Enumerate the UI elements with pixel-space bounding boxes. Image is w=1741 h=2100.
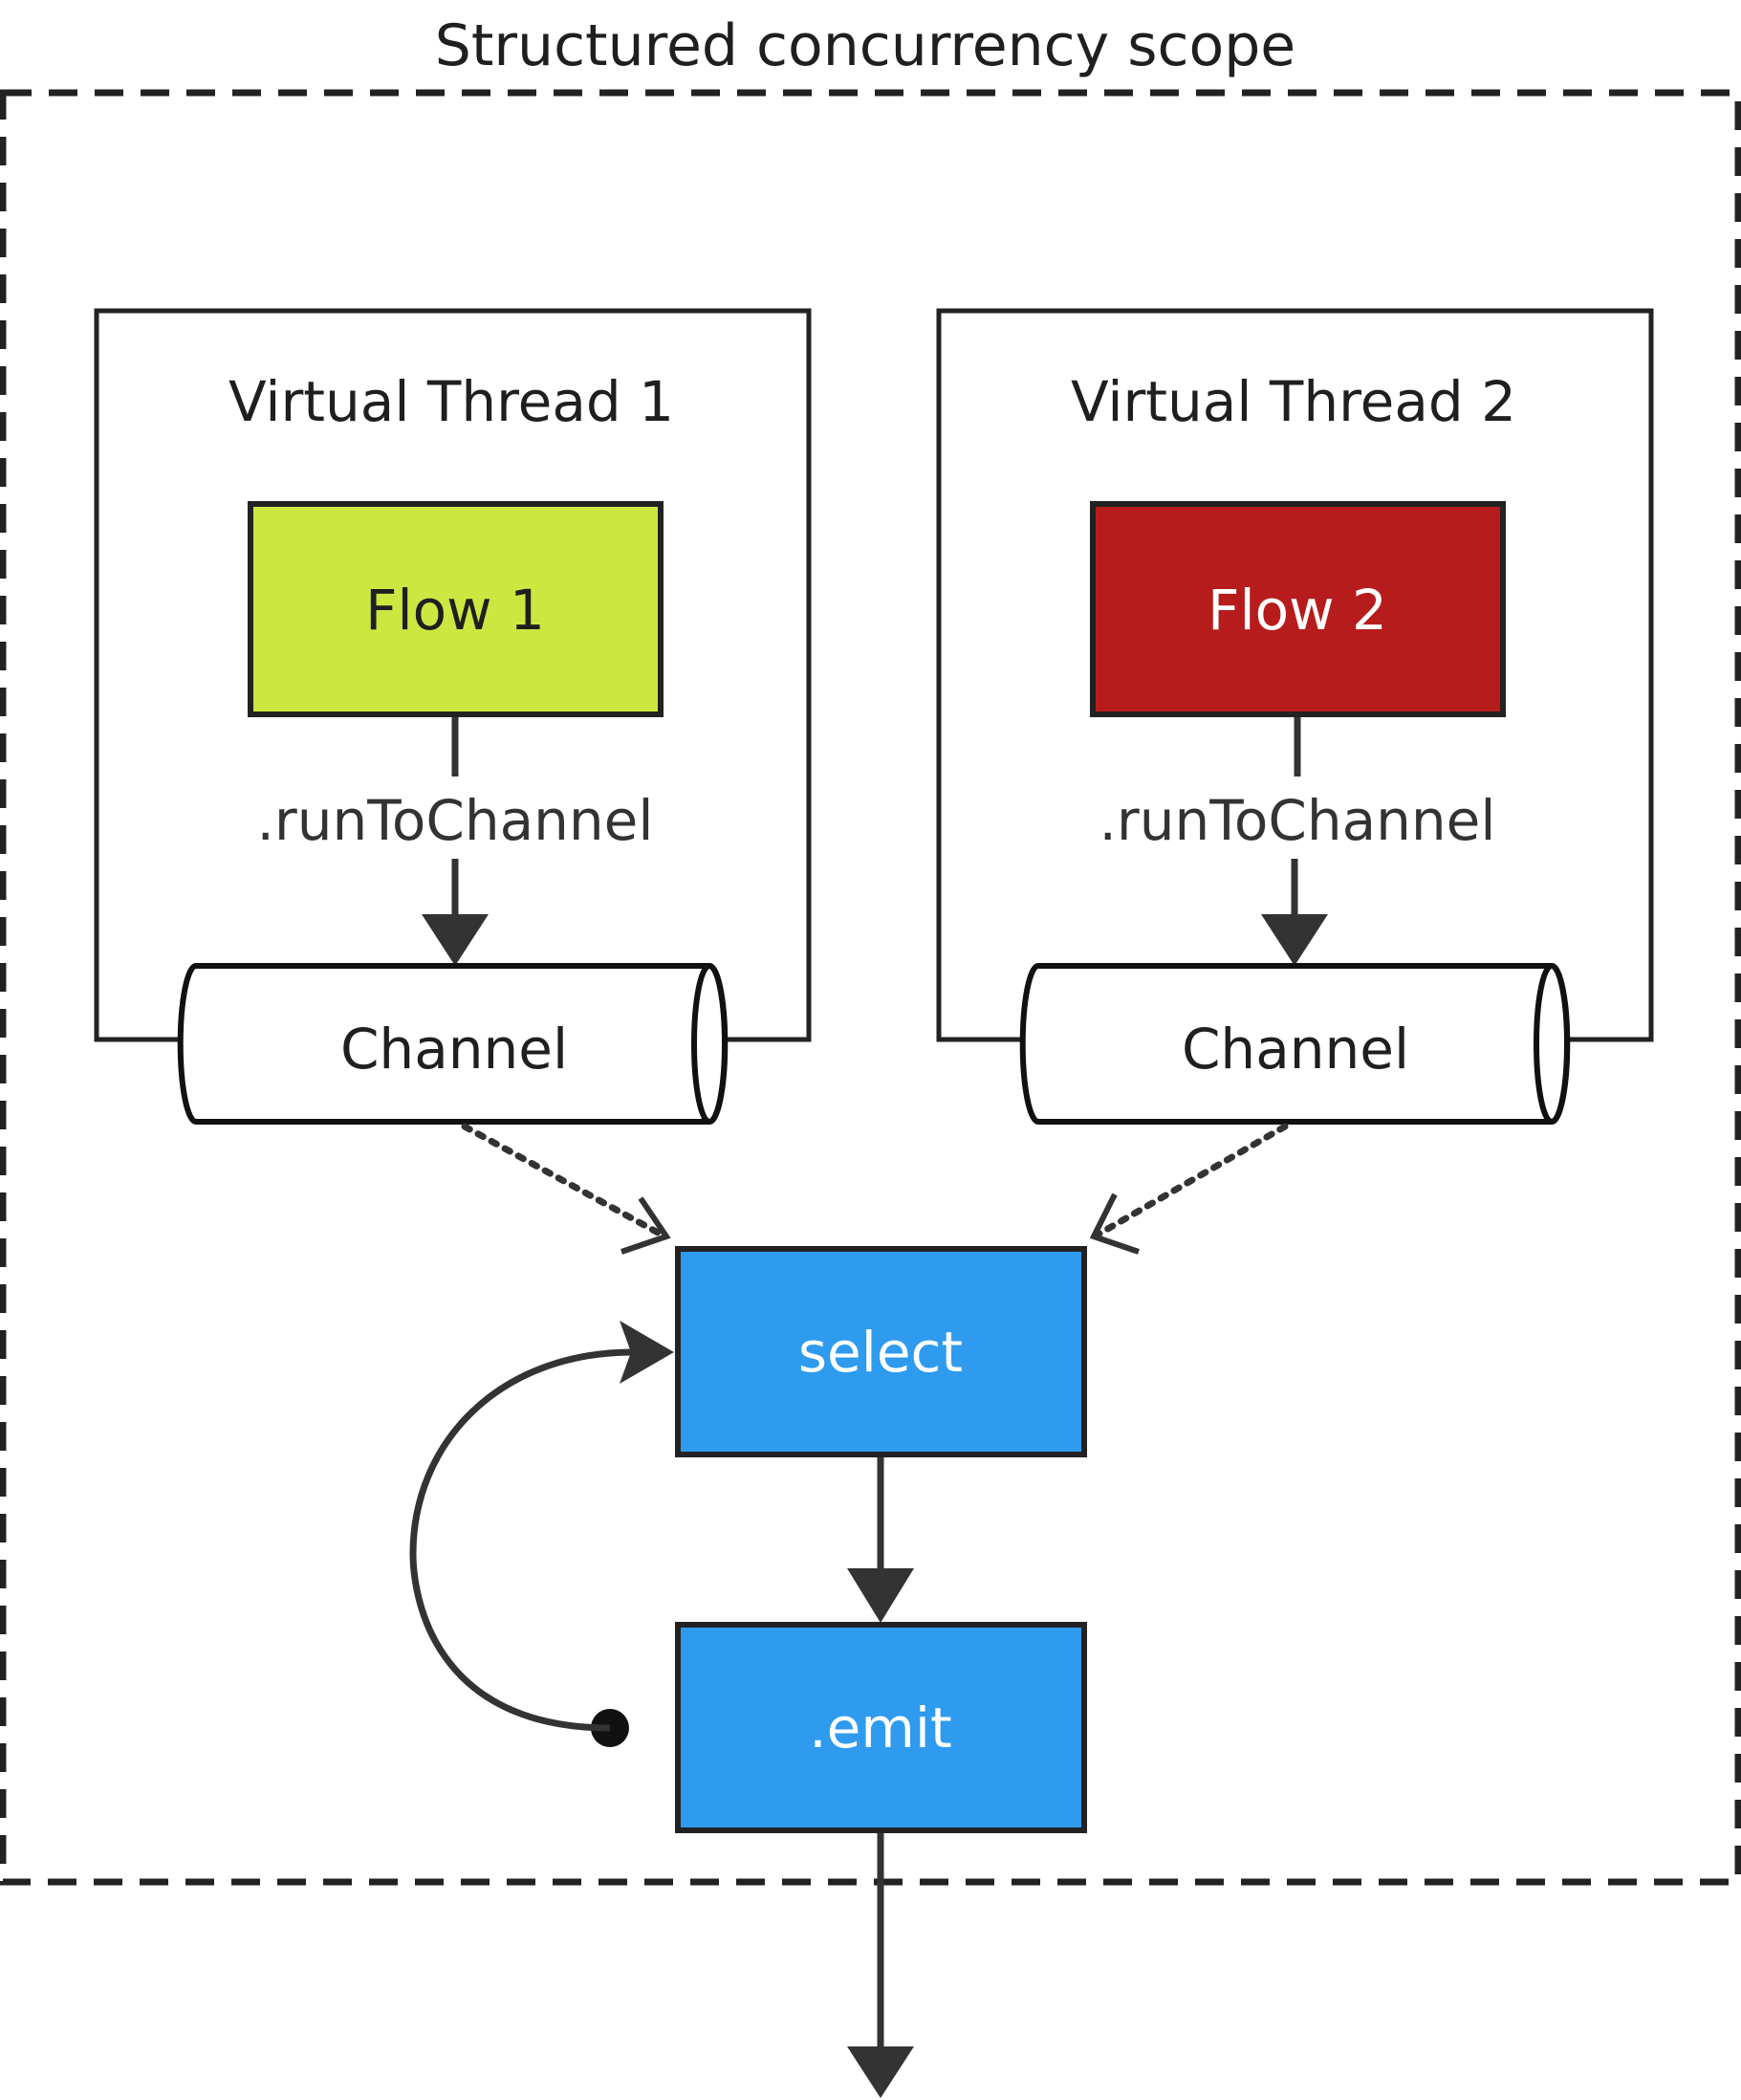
select-label: select (798, 1320, 963, 1385)
select-node (675, 1246, 1087, 1457)
select-to-emit-arrowhead (847, 1568, 914, 1623)
run-to-channel-2-label: .runToChannel (1099, 788, 1496, 853)
virtual-thread-1-box (94, 308, 812, 1042)
channel-1-label: Channel (340, 1017, 568, 1082)
channel-1-to-select-edge (461, 1123, 664, 1237)
emit-to-select-loop-edge (409, 1348, 632, 1732)
scope-frame (0, 89, 1741, 1886)
channel-1-to-select-arrowhead (620, 1196, 671, 1255)
channel-1-node (177, 963, 729, 1125)
emit-to-select-loop-arrowhead (620, 1321, 674, 1384)
run-to-channel-1-label: .runToChannel (257, 788, 654, 853)
flow-2-label: Flow 2 (1208, 578, 1387, 643)
virtual-thread-1-label: Virtual Thread 1 (229, 369, 674, 434)
flow-1-node (248, 501, 664, 717)
scope-title: Structured concurrency scope (435, 12, 1295, 79)
run-to-channel-2-arrowhead (1261, 914, 1328, 966)
channel-2-to-select-arrowhead (1089, 1192, 1140, 1255)
flow-1-label: Flow 1 (365, 578, 545, 643)
emit-label: .emit (809, 1695, 951, 1761)
channel-2-to-select-edge (1096, 1123, 1289, 1237)
channel-2-label: Channel (1182, 1017, 1409, 1082)
emit-output-arrowhead (847, 2046, 914, 2098)
virtual-thread-2-box (936, 308, 1654, 1042)
run-to-channel-1-arrowhead (422, 914, 489, 966)
virtual-thread-2-label: Virtual Thread 2 (1071, 369, 1516, 434)
emit-node (675, 1622, 1087, 1833)
channel-2-node (1019, 963, 1571, 1125)
flow-2-node (1090, 501, 1506, 717)
